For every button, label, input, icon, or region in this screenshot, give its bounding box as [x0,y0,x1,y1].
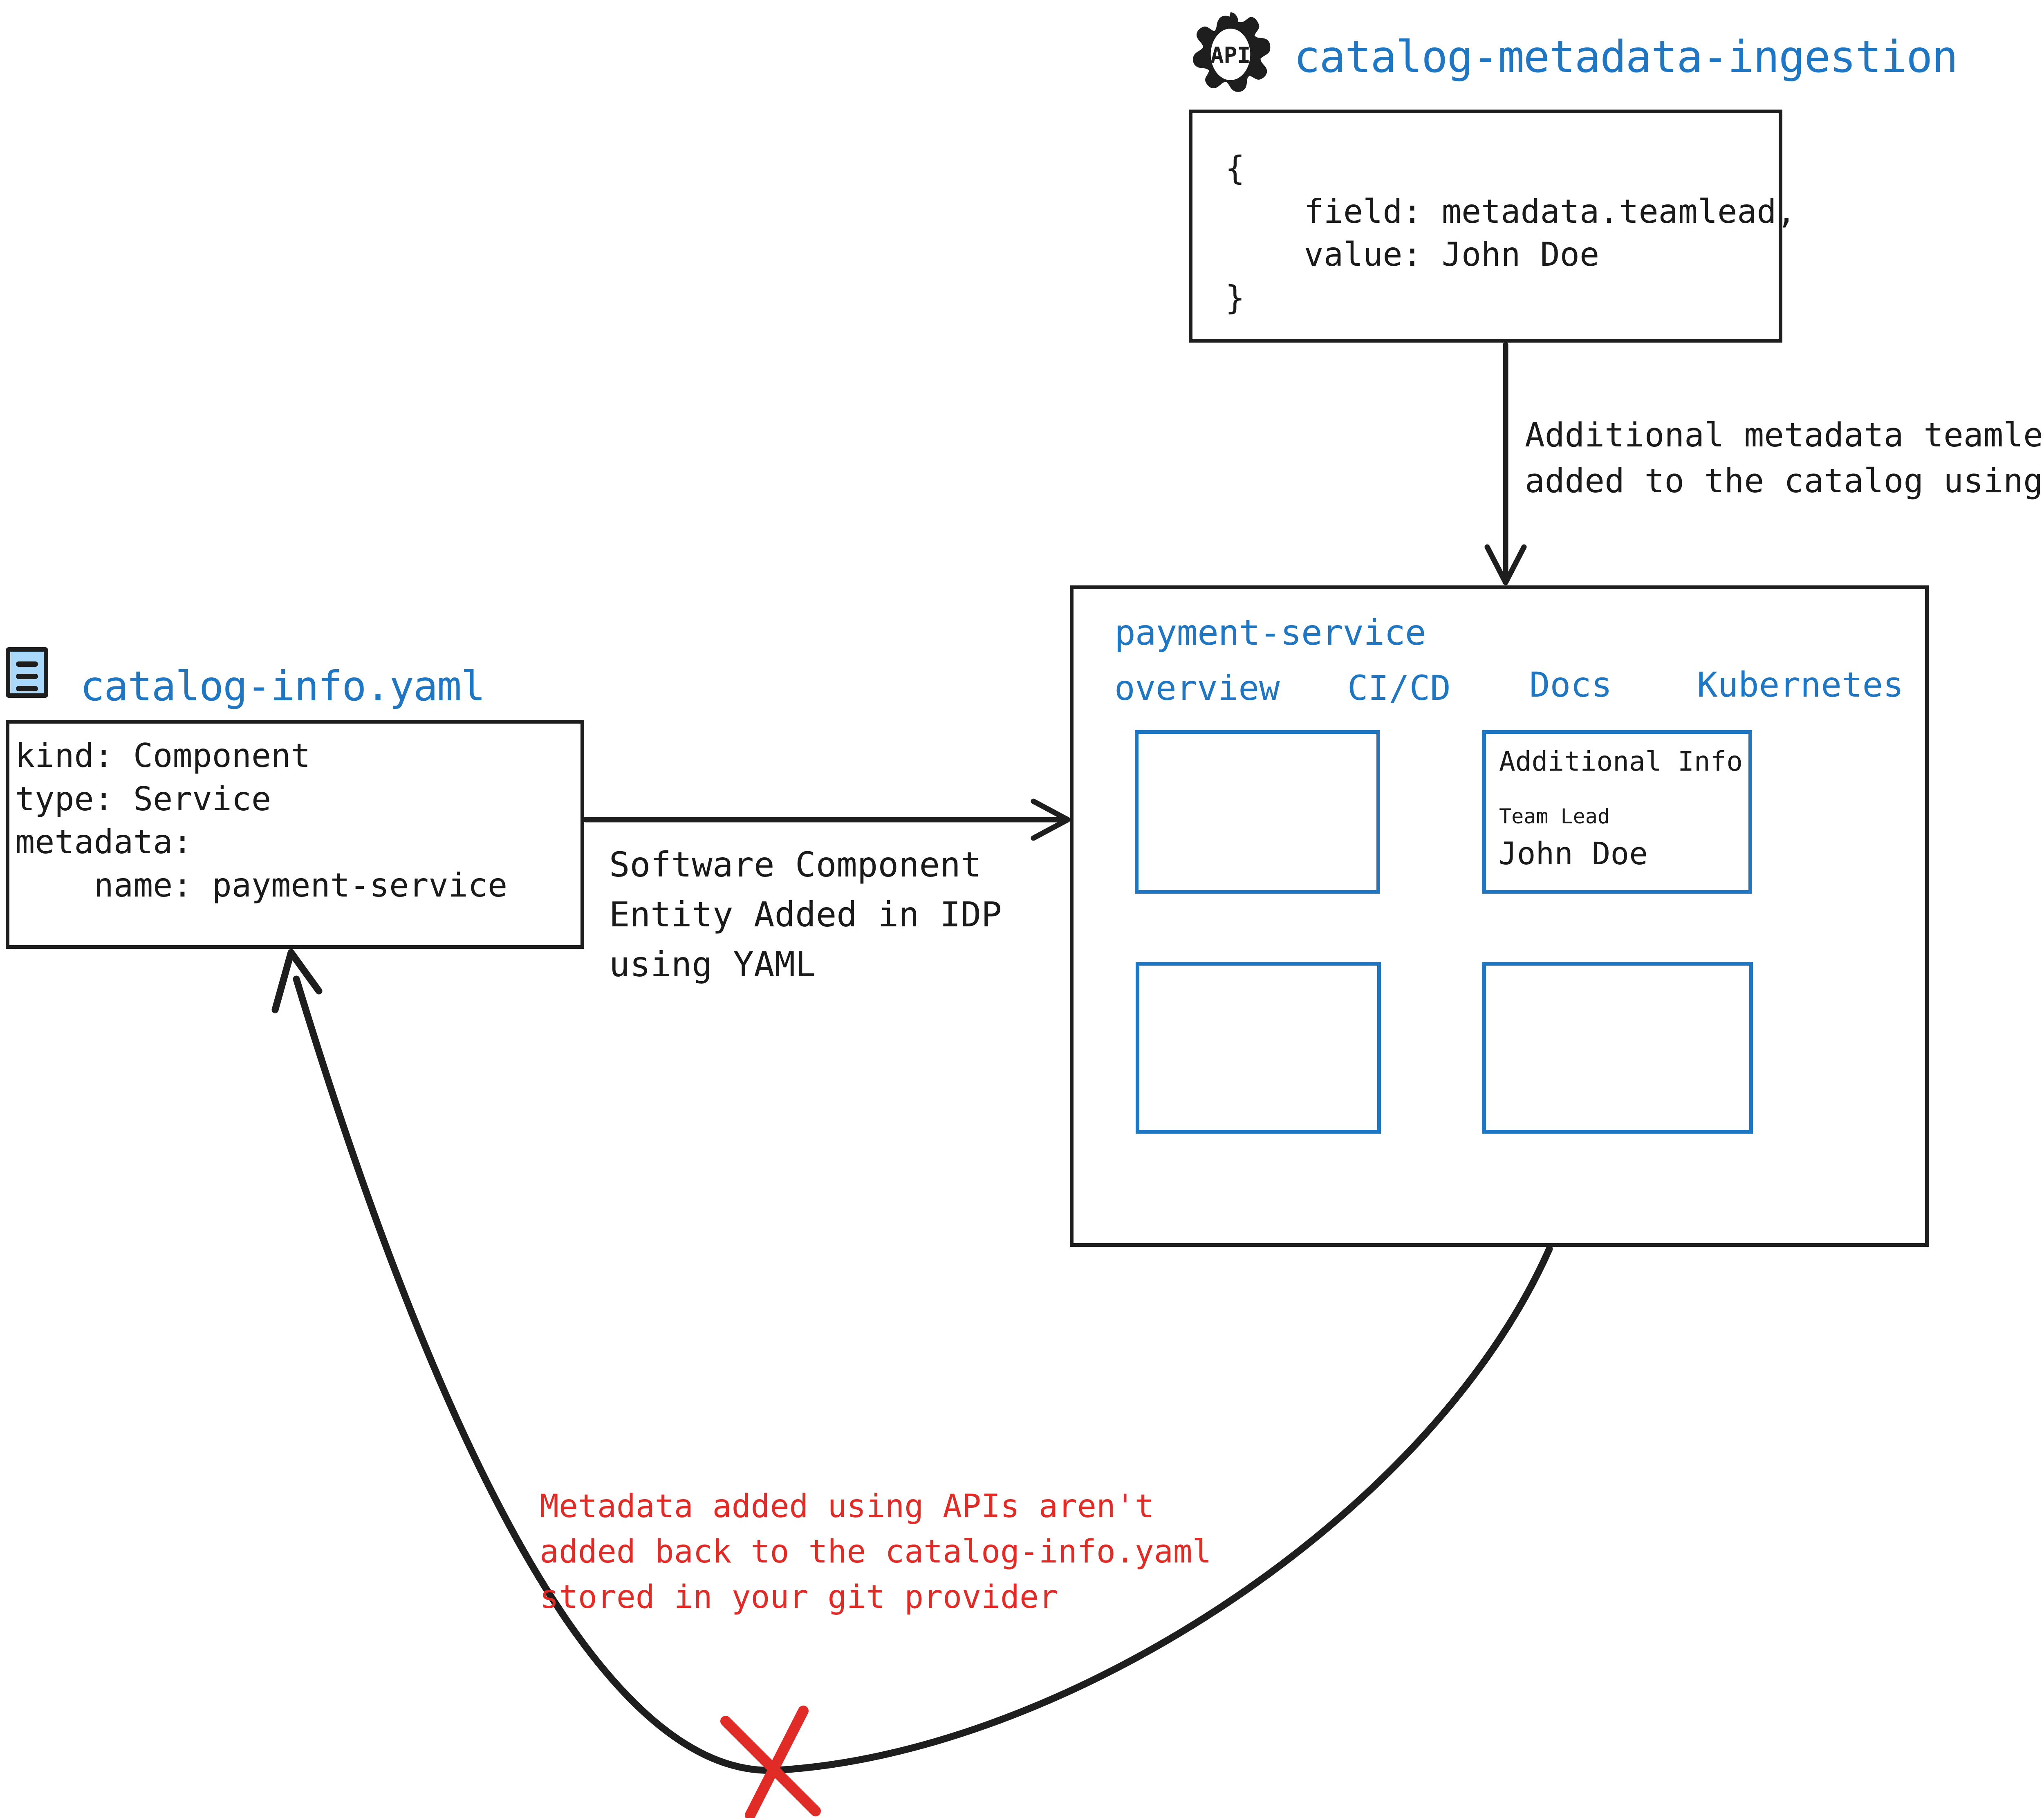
tab-kubernetes[interactable]: Kubernetes [1697,665,1904,705]
yaml-code: kind: Component type: Service metadata: … [9,724,580,907]
overview-card-heading [1139,734,1376,743]
empty-card-right[interactable] [1482,962,1753,1134]
yaml-arrow-label-line-2: using YAML [609,944,816,984]
team-lead-value: John Doe [1498,835,1648,872]
api-gear-icon: API [1188,11,1273,97]
idp-panel-tabbar: overview CI/CD Docs Kubernetes [1114,665,1904,709]
overview-card[interactable] [1135,730,1380,894]
yaml-code-line-3: name: payment-service [15,866,508,904]
api-payload-line-0: { [1225,149,1245,187]
warning-text: Metadata added using APIs aren't added b… [540,1484,1212,1620]
file-icon-line-1 [16,661,38,667]
red-x-icon [720,1706,821,1818]
api-icon-label: API [1210,42,1251,68]
tab-overview[interactable]: overview [1114,668,1280,708]
file-icon-line-3 [16,686,38,691]
idp-panel: payment-service overview CI/CD Docs Kube… [1070,585,1929,1247]
api-payload-line-3: } [1225,278,1245,317]
yaml-code-line-0: kind: Component [15,737,311,775]
tab-docs[interactable]: Docs [1529,665,1612,705]
additional-info-card[interactable]: Additional Info Team Lead John Doe [1482,730,1752,894]
empty-card-left[interactable] [1136,962,1381,1134]
yaml-node-title: catalog-info.yaml [80,662,485,710]
yaml-to-panel-arrow [583,798,1071,841]
api-payload-box: { field: metadata.teamlead, value: John … [1189,110,1796,343]
yaml-code-box: kind: Component type: Service metadata: … [6,720,584,949]
api-node-title: catalog-metadata-ingestion [1294,32,1958,83]
tab-ci-cd[interactable]: CI/CD [1347,668,1451,708]
warning-text-line-1: added back to the catalog-info.yaml [540,1533,1212,1570]
additional-info-heading: Additional Info [1499,746,1743,777]
api-arrow-label-line-1: added to the catalog using APIs [1525,462,2043,500]
yaml-arrow-label: Software Component Entity Added in IDP u… [609,840,1002,989]
api-arrow-label: Additional metadata teamlead added to th… [1525,413,2044,504]
api-arrow-label-line-0: Additional metadata teamlead [1525,416,2044,455]
api-payload-line-2: value: John Doe [1225,235,1600,274]
yaml-file-icon [6,647,48,698]
idp-panel-title: payment-service [1114,612,1426,653]
api-to-panel-arrow [1484,342,1527,585]
file-icon-line-2 [16,674,38,679]
team-lead-label: Team Lead [1499,805,1610,829]
yaml-arrow-label-line-0: Software Component [609,845,982,885]
api-payload-line-1: field: metadata.teamlead, [1225,192,1796,231]
yaml-arrow-label-line-1: Entity Added in IDP [609,894,1002,935]
yaml-code-line-2: metadata: [15,823,193,861]
warning-text-line-2: stored in your git provider [540,1578,1058,1616]
api-payload-code: { field: metadata.teamlead, value: John … [1192,113,1796,319]
yaml-code-line-1: type: Service [15,780,271,818]
warning-text-line-0: Metadata added using APIs aren't [540,1488,1154,1525]
